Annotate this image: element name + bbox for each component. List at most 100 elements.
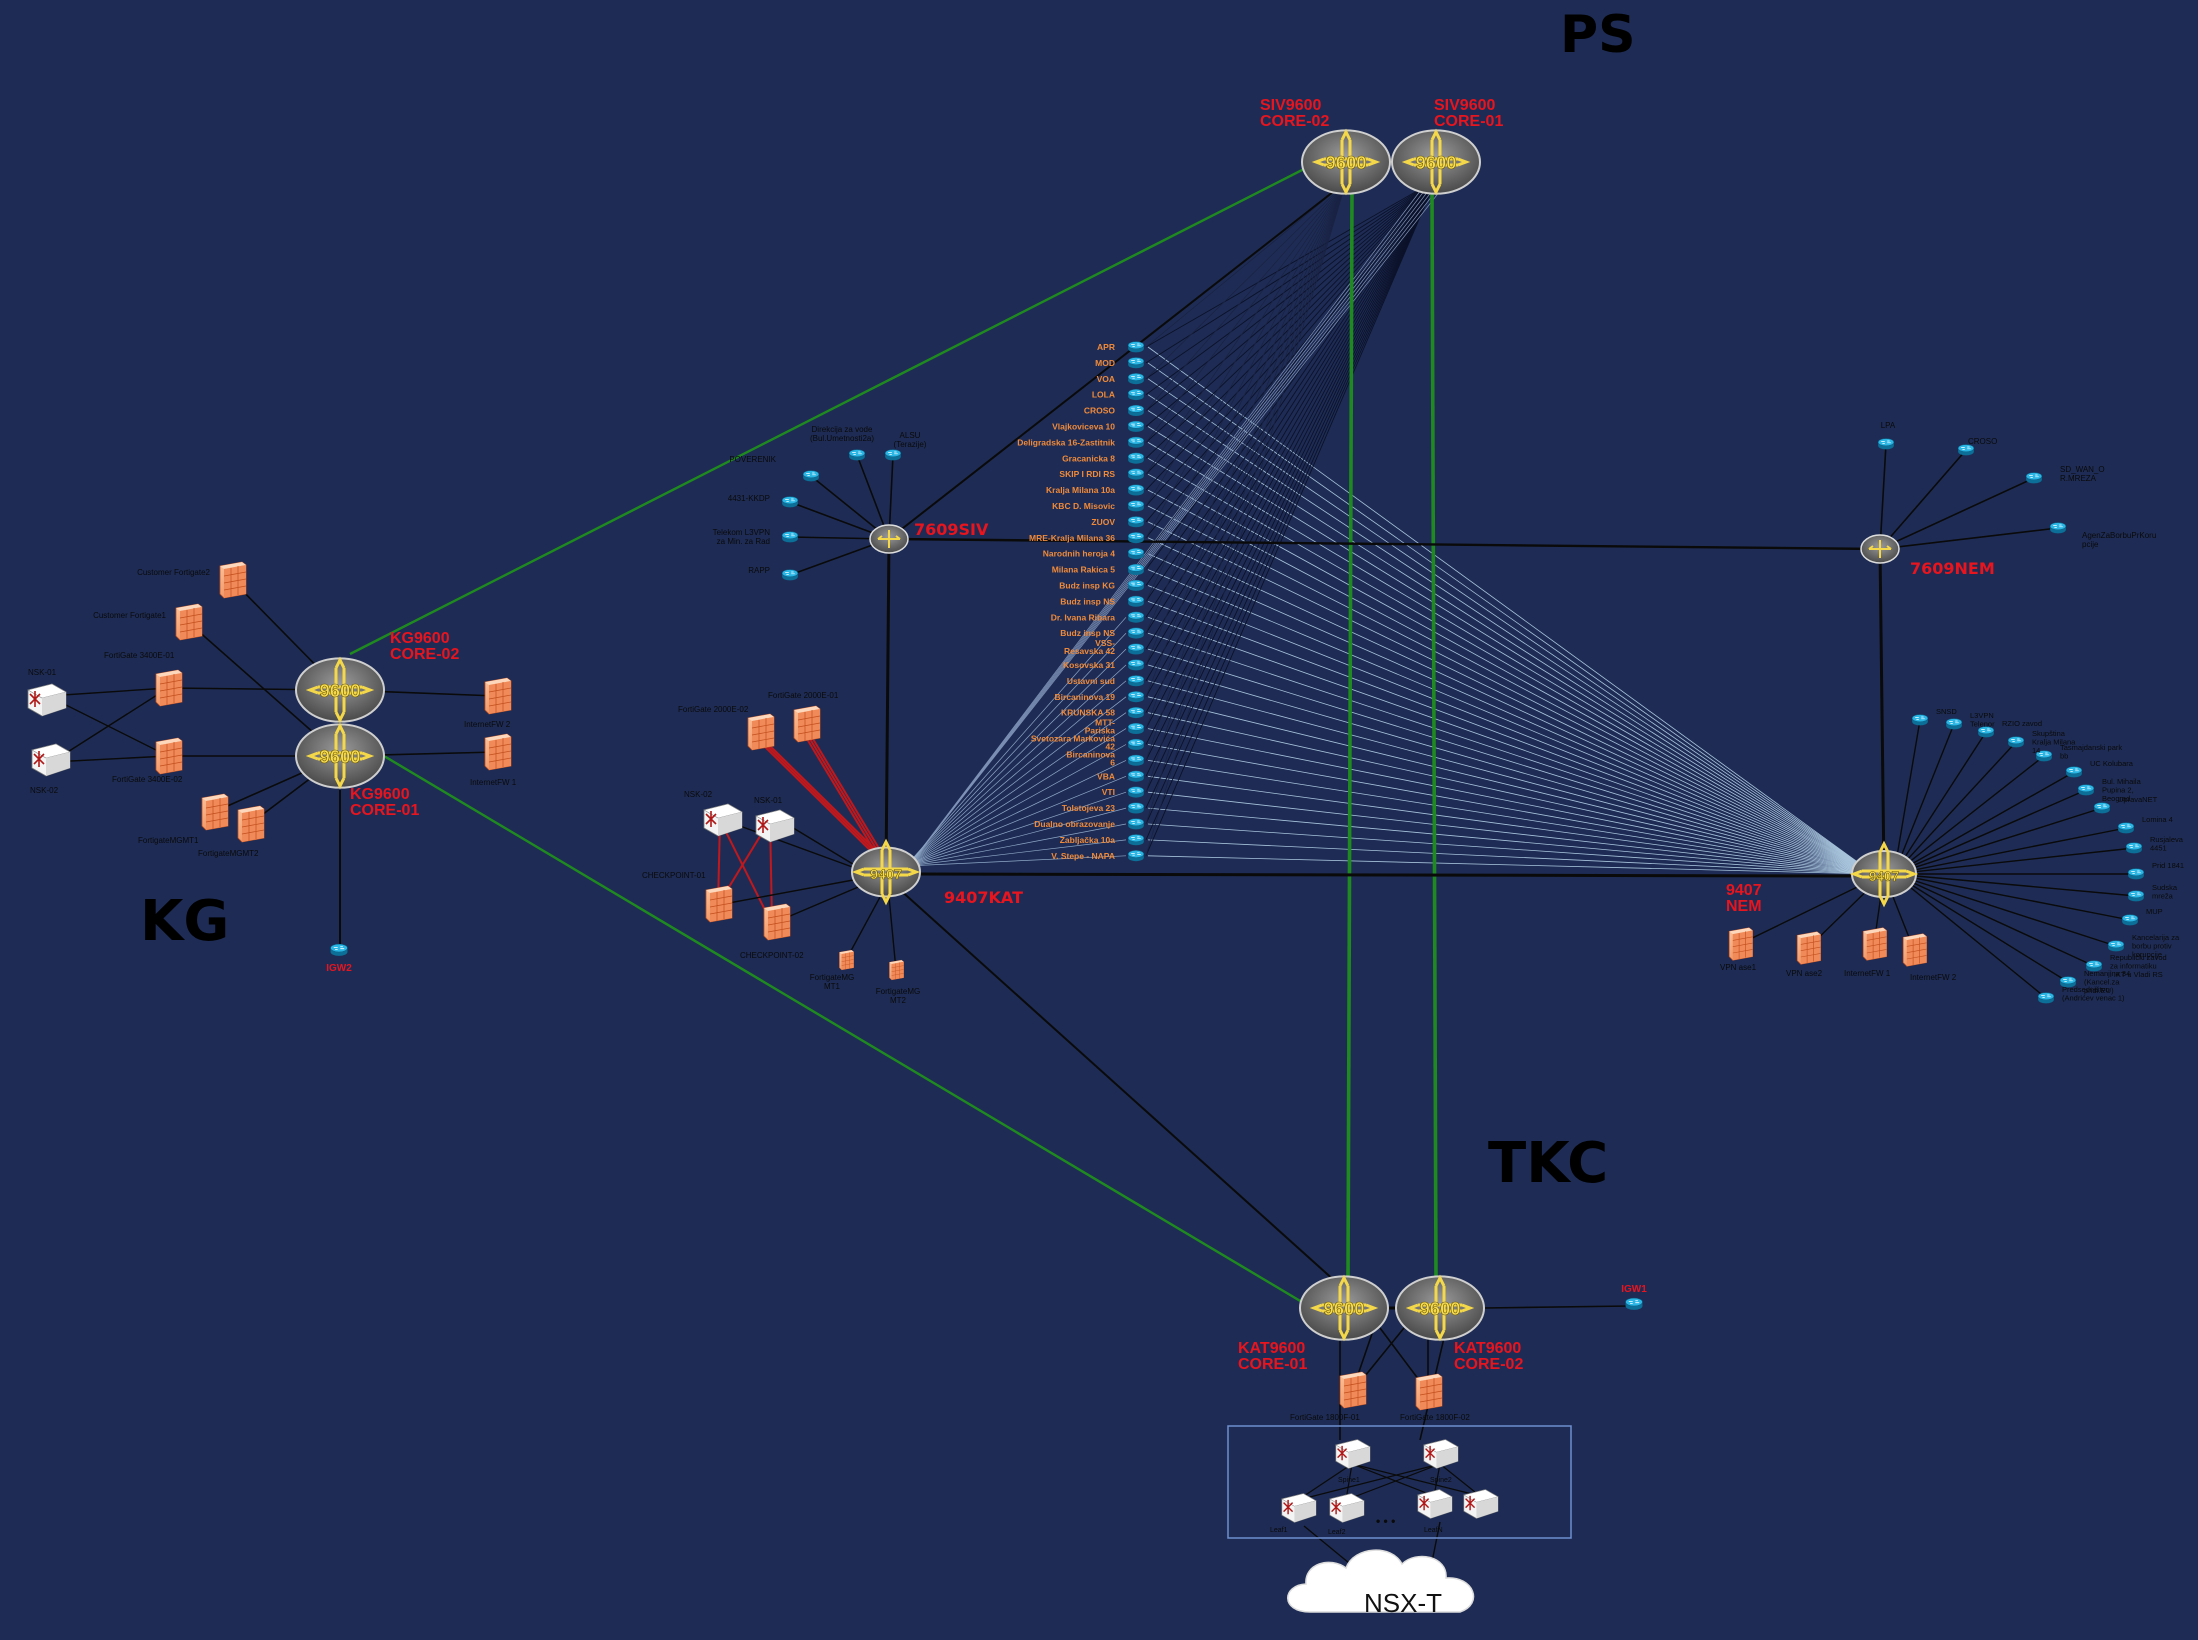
branch-router-15[interactable] (1127, 579, 1145, 592)
core-switch-kg9600-core-02[interactable]: 9600 (295, 656, 385, 724)
branch-router-7[interactable] (1127, 452, 1145, 465)
tkc-fortigate-1800f-02[interactable] (1415, 1373, 1443, 1411)
nem9407-spoke-router-7[interactable] (2093, 802, 2111, 814)
branch-router-3[interactable] (1127, 388, 1145, 401)
core-switch-kat9600-core-01[interactable]: 9600 (1299, 1274, 1389, 1342)
kat-nsk-01[interactable] (755, 809, 795, 843)
nem-spoke-router-0[interactable] (1877, 438, 1895, 450)
nem-firewall-1[interactable] (1796, 931, 1822, 965)
branch-router-19[interactable] (1127, 643, 1145, 655)
kg-customer-fortigate2[interactable] (219, 561, 247, 599)
branch-router-11[interactable] (1127, 516, 1145, 528)
nem9407-spoke-router-1[interactable] (1945, 718, 1963, 730)
branch-router-30[interactable] (1127, 818, 1145, 830)
branch-router-16[interactable] (1127, 595, 1145, 608)
tkc-leaf-n[interactable] (1417, 1488, 1453, 1520)
nem-spoke-router-2[interactable] (2025, 472, 2043, 484)
nem9407-spoke-router-9[interactable] (2125, 842, 2143, 854)
siv-spoke-router-5[interactable] (781, 569, 799, 581)
kg-fortigate-3400e-01[interactable] (155, 669, 183, 707)
branch-router-26[interactable] (1127, 754, 1145, 767)
branch-router-12[interactable] (1127, 532, 1145, 544)
link-branch-to-9407nem (1147, 505, 1875, 875)
tkc-leaf-1[interactable] (1281, 1492, 1317, 1524)
siv-spoke-router-1[interactable] (884, 449, 902, 461)
siv-spoke-router-4[interactable] (781, 531, 799, 543)
core-switch-siv9600-core-02[interactable]: 9600 (1301, 128, 1391, 196)
branch-router-6[interactable] (1127, 436, 1145, 449)
tkc-leaf-n2[interactable] (1463, 1488, 1499, 1520)
tkc-fortigate-1800f-01[interactable] (1339, 1371, 1367, 1409)
branch-router-1[interactable] (1127, 357, 1145, 369)
nem9407-spoke-router-0[interactable] (1911, 714, 1929, 726)
kg-nsk-02[interactable] (31, 743, 71, 777)
kat-fortigate-mgmt2[interactable] (889, 959, 904, 981)
branch-router-4[interactable] (1127, 404, 1145, 417)
nem9407-spoke-router-13[interactable] (2107, 940, 2125, 952)
core-switch-kat9600-core-02[interactable]: 9600 (1395, 1274, 1485, 1342)
branch-router-20[interactable] (1127, 659, 1145, 671)
site-title-tkc: TKC (1488, 1131, 1608, 1196)
switch-9407kat[interactable]: 9407 (851, 838, 921, 906)
branch-router-0[interactable] (1127, 341, 1145, 353)
core-switch-siv9600-core-01[interactable]: 9600 (1391, 128, 1481, 196)
nem-firewall-3[interactable] (1902, 933, 1928, 967)
kg-internet-fw1[interactable] (484, 733, 512, 771)
branch-router-29[interactable] (1127, 802, 1145, 814)
nem-spoke-router-1[interactable] (1957, 444, 1975, 456)
kat-nsk-02[interactable] (703, 803, 743, 837)
branch-router-27[interactable] (1127, 770, 1145, 783)
branch-router-2[interactable] (1127, 373, 1145, 385)
branch-router-14[interactable] (1127, 563, 1145, 576)
branch-router-9[interactable] (1127, 484, 1145, 496)
switch-9407nem[interactable]: 9407 (1849, 840, 1919, 908)
branch-router-31[interactable] (1127, 834, 1145, 846)
branch-router-13[interactable] (1127, 547, 1145, 560)
branch-router-18[interactable] (1127, 627, 1145, 639)
kg-fortigate-mgmt1[interactable] (201, 793, 229, 831)
branch-router-28[interactable] (1127, 786, 1145, 798)
nem-spoke-router-3[interactable] (2049, 522, 2067, 534)
tkc-spine-2[interactable] (1423, 1438, 1459, 1470)
branch-router-25[interactable] (1127, 738, 1145, 751)
siv-spoke-router-0[interactable] (848, 449, 866, 461)
tkc-spine-1[interactable] (1335, 1438, 1371, 1470)
kg-igw2-router[interactable] (330, 943, 348, 957)
nem9407-spoke-router-10[interactable] (2127, 868, 2145, 880)
nem-firewall-2[interactable] (1862, 927, 1888, 961)
branch-router-32[interactable] (1127, 850, 1145, 862)
branch-router-8[interactable] (1127, 468, 1145, 480)
router-7609siv[interactable] (869, 524, 909, 554)
kat-checkpoint-02[interactable] (763, 903, 791, 941)
core-switch-kg9600-core-01[interactable]: 9600 (295, 722, 385, 790)
nem9407-spoke-router-3[interactable] (2007, 736, 2025, 748)
nem9407-spoke-router-11[interactable] (2127, 890, 2145, 902)
nem9407-spoke-router-16[interactable] (2037, 992, 2055, 1004)
nem9407-spoke-router-8[interactable] (2117, 822, 2135, 834)
kg-fortigate-3400e-02[interactable] (155, 737, 183, 775)
branch-router-17[interactable] (1127, 611, 1145, 624)
nem9407-spoke-router-5[interactable] (2065, 766, 2083, 778)
branch-router-23[interactable] (1127, 706, 1145, 719)
kat-fortigate-2000e-01[interactable] (793, 705, 821, 743)
siv-spoke-router-3[interactable] (781, 496, 799, 508)
branch-router-22[interactable] (1127, 691, 1145, 703)
branch-router-21[interactable] (1127, 675, 1145, 687)
tkc-leaf-2[interactable] (1329, 1492, 1365, 1524)
nem9407-spoke-router-6[interactable] (2077, 784, 2095, 796)
branch-router-5[interactable] (1127, 420, 1145, 433)
kg-customer-fortigate1[interactable] (175, 603, 203, 641)
tkc-igw1-router[interactable] (1625, 1297, 1643, 1311)
nem-firewall-0[interactable] (1728, 927, 1754, 961)
router-7609nem[interactable] (1860, 534, 1900, 564)
kat-fortigate-mgmt1[interactable] (839, 949, 854, 971)
kg-internet-fw2[interactable] (484, 677, 512, 715)
branch-router-10[interactable] (1127, 500, 1145, 512)
kat-fortigate-2000e-02[interactable] (747, 713, 775, 751)
kg-fortigate-mgmt2[interactable] (237, 805, 265, 843)
nem9407-spoke-router-12[interactable] (2121, 914, 2139, 926)
branch-router-24[interactable] (1127, 722, 1145, 735)
kg-nsk-01[interactable] (27, 683, 67, 717)
kat-checkpoint-01[interactable] (705, 885, 733, 923)
siv-spoke-router-2[interactable] (802, 470, 820, 482)
